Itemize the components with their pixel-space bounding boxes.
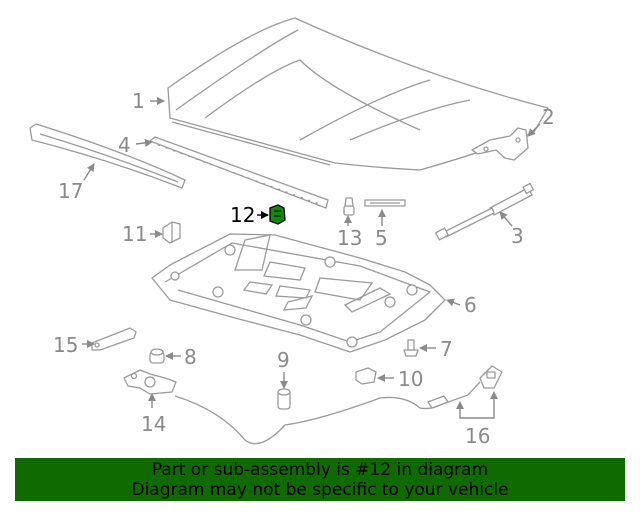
callout-2: 2 (542, 105, 555, 129)
push-pin-part (403, 339, 419, 357)
gas-strut-part (435, 182, 535, 241)
latch-part (123, 369, 177, 395)
callout-6: 6 (464, 293, 477, 317)
banner-line-2: Diagram may not be specific to your vehi… (131, 480, 509, 500)
molding-part (29, 123, 186, 189)
callout-7: 7 (440, 337, 453, 361)
insulator-part (151, 233, 446, 353)
callout-12: 12 (230, 203, 255, 227)
callout-1: 1 (132, 89, 145, 113)
callout-5: 5 (375, 226, 388, 250)
callout-16: 16 (465, 424, 490, 448)
release-cable-part (174, 381, 481, 445)
hood-part (167, 17, 549, 171)
release-handle-part (277, 388, 291, 410)
bumper-stop-part (149, 348, 165, 364)
handle-part (479, 365, 503, 389)
notice-banner: Part or sub-assembly is #12 in diagram D… (15, 458, 625, 501)
hinge-part (471, 127, 529, 161)
callout-11: 11 (122, 222, 147, 246)
cable-clip-part (355, 367, 377, 385)
callout-9: 9 (277, 348, 290, 372)
callout-13: 13 (337, 226, 362, 250)
callout-10: 10 (398, 367, 423, 391)
callout-17: 17 (58, 179, 83, 203)
seal-strip-part (149, 136, 329, 209)
bracket-part (91, 327, 137, 351)
callout-8: 8 (184, 345, 197, 369)
callout-4: 4 (118, 133, 131, 157)
clip-strip-part (364, 199, 406, 207)
bumper-part (343, 197, 355, 216)
callout-3: 3 (511, 224, 524, 248)
callout-15: 15 (53, 333, 78, 357)
callout-arrows (82, 97, 541, 419)
grommet-part (162, 221, 181, 244)
banner-line-1: Part or sub-assembly is #12 in diagram (151, 460, 489, 480)
highlighted-clip-part (269, 204, 286, 225)
callout-14: 14 (141, 412, 166, 436)
